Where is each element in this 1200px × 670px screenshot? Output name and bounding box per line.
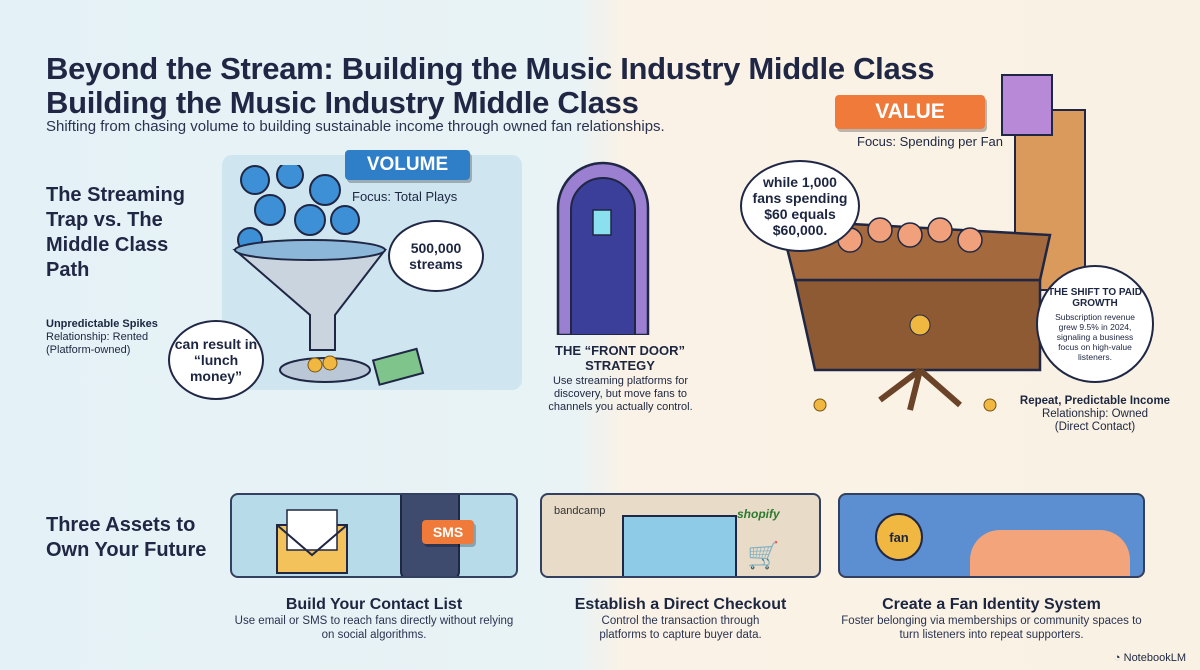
volume-banner: VOLUME <box>345 150 470 180</box>
page-title: Beyond the Stream: Building the Music In… <box>46 51 935 120</box>
notebooklm-brand: ◔ NotebookLM <box>1113 652 1186 664</box>
community-people-illustration <box>970 530 1130 576</box>
funnel-illustration <box>232 165 425 386</box>
asset-text-direct-checkout: Establish a Direct Checkout Control the … <box>574 596 787 641</box>
cart-icon: 🛒 <box>747 540 780 570</box>
asset-text-contact-list: Build Your Contact List Use email or SMS… <box>234 596 514 641</box>
front-door-title: THE “FRONT DOOR” STRATEGY <box>555 343 685 373</box>
fans-bubble: while 1,000 fans spending $60 equals $60… <box>740 160 860 252</box>
door-icon <box>556 161 650 335</box>
asset-card-contact-list: SMS <box>230 493 518 578</box>
value-banner: VALUE <box>835 95 985 129</box>
asset-text-fan-identity: Create a Fan Identity System Foster belo… <box>841 596 1142 641</box>
asset-card-direct-checkout: bandcamp shopify 🛒 <box>540 493 821 578</box>
value-focus: Focus: Spending per Fan <box>857 134 1003 149</box>
streams-bubble: 500,000 streams <box>388 220 484 292</box>
value-outcome: Repeat, Predictable Income Relationship:… <box>1019 395 1171 433</box>
fan-badge-icon: fan <box>875 513 923 561</box>
section-heading-assets: Three Assets to Own Your Future <box>46 514 207 561</box>
notebooklm-logo-icon: ◔ <box>1113 652 1124 664</box>
front-door-desc: Use streaming platforms for discovery, b… <box>548 375 693 413</box>
shopify-logo: shopify <box>737 507 780 521</box>
bandcamp-logo: bandcamp <box>554 505 606 517</box>
subtitle: Shifting from chasing volume to building… <box>46 118 665 135</box>
paid-growth-bubble: THE SHIFT TO PAID GROWTH Subscription re… <box>1036 265 1154 383</box>
sms-badge: SMS <box>422 520 474 544</box>
lunch-money-bubble: can result in “lunch money” <box>168 320 264 400</box>
section-heading-streaming: The Streaming Trap vs. The Middle Class … <box>46 184 185 281</box>
asset-card-fan-identity: fan <box>838 493 1145 578</box>
envelope-icon <box>276 509 348 574</box>
treasure-chest-illustration <box>778 74 1086 412</box>
volume-focus: Focus: Total Plays <box>352 189 458 204</box>
volume-outcome: Unpredictable Spikes Relationship: Rente… <box>46 318 158 356</box>
storefront-icon <box>622 515 737 576</box>
